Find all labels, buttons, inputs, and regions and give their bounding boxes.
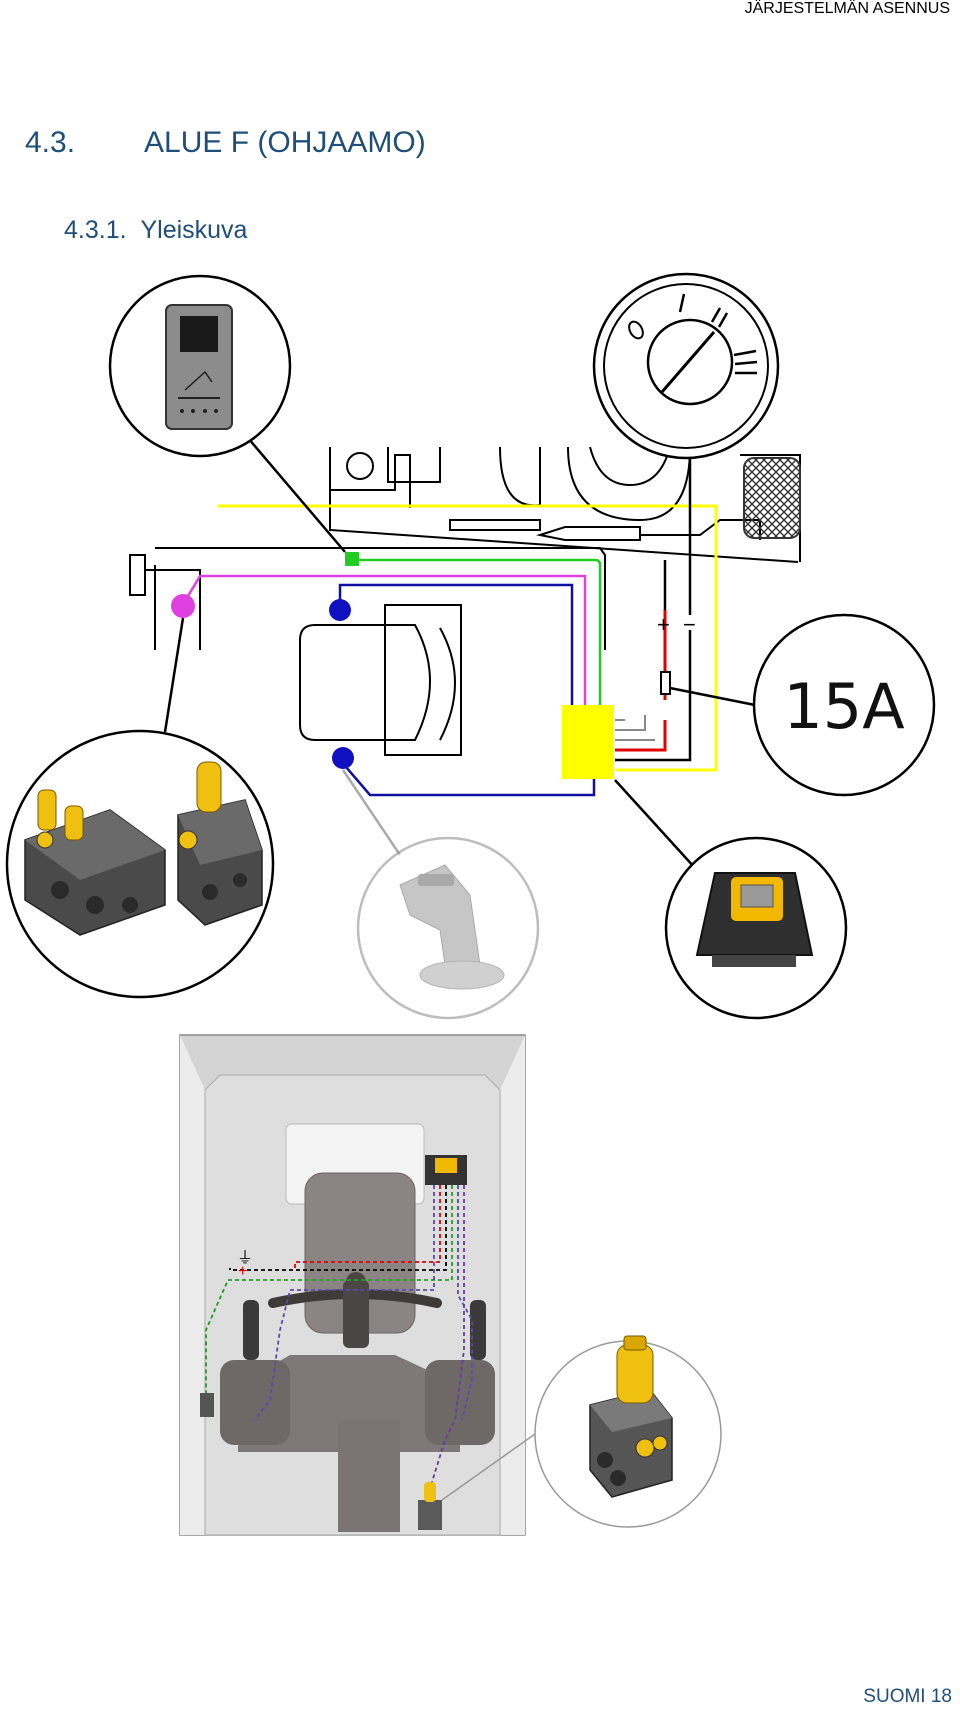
control-unit-yellow bbox=[562, 705, 614, 779]
ignition-switch-callout bbox=[592, 272, 780, 460]
single-valve-callout bbox=[441, 1335, 722, 1528]
running-header: JÄRJESTELMÄN ASENNUS bbox=[744, 0, 950, 17]
battery-plus-sign: + bbox=[657, 612, 670, 637]
fuse-rating-label: 15A bbox=[783, 670, 904, 743]
valve-block-callout bbox=[5, 729, 275, 999]
joystick-callout bbox=[356, 836, 540, 1020]
valve-connector-magenta bbox=[171, 594, 195, 618]
callout-lines bbox=[163, 437, 756, 869]
joystick-connector-blue-bottom bbox=[332, 747, 354, 769]
ground-symbol: ⏚ bbox=[237, 1249, 253, 1267]
switch-panel-callout bbox=[108, 274, 292, 458]
subsection-heading: 4.3.1. Yleiskuva bbox=[64, 216, 247, 245]
subsection-number: 4.3.1. bbox=[64, 216, 127, 244]
seat-outline bbox=[299, 604, 462, 756]
fuse-callout: 15A bbox=[752, 613, 936, 797]
wiring bbox=[180, 400, 718, 797]
battery-minus-sign: − bbox=[683, 612, 696, 637]
joystick-connector-blue-top bbox=[329, 599, 351, 621]
fuse-symbol bbox=[660, 671, 671, 695]
page-footer: SUOMI 18 bbox=[863, 1686, 952, 1707]
subsection-title: Yleiskuva bbox=[140, 216, 248, 244]
plus-symbol: + bbox=[238, 1263, 247, 1280]
display-unit-callout bbox=[664, 836, 848, 1020]
cab-structure bbox=[129, 446, 801, 650]
section-number: 4.3. bbox=[25, 126, 76, 159]
section-heading: 4.3. ALUE F (OHJAAMO) bbox=[25, 126, 426, 160]
cab-top-view: ⏚ + bbox=[179, 1034, 526, 1536]
section-title: ALUE F (OHJAAMO) bbox=[144, 126, 426, 159]
hatched-vent bbox=[743, 457, 801, 539]
switch-connector-green bbox=[345, 552, 359, 566]
